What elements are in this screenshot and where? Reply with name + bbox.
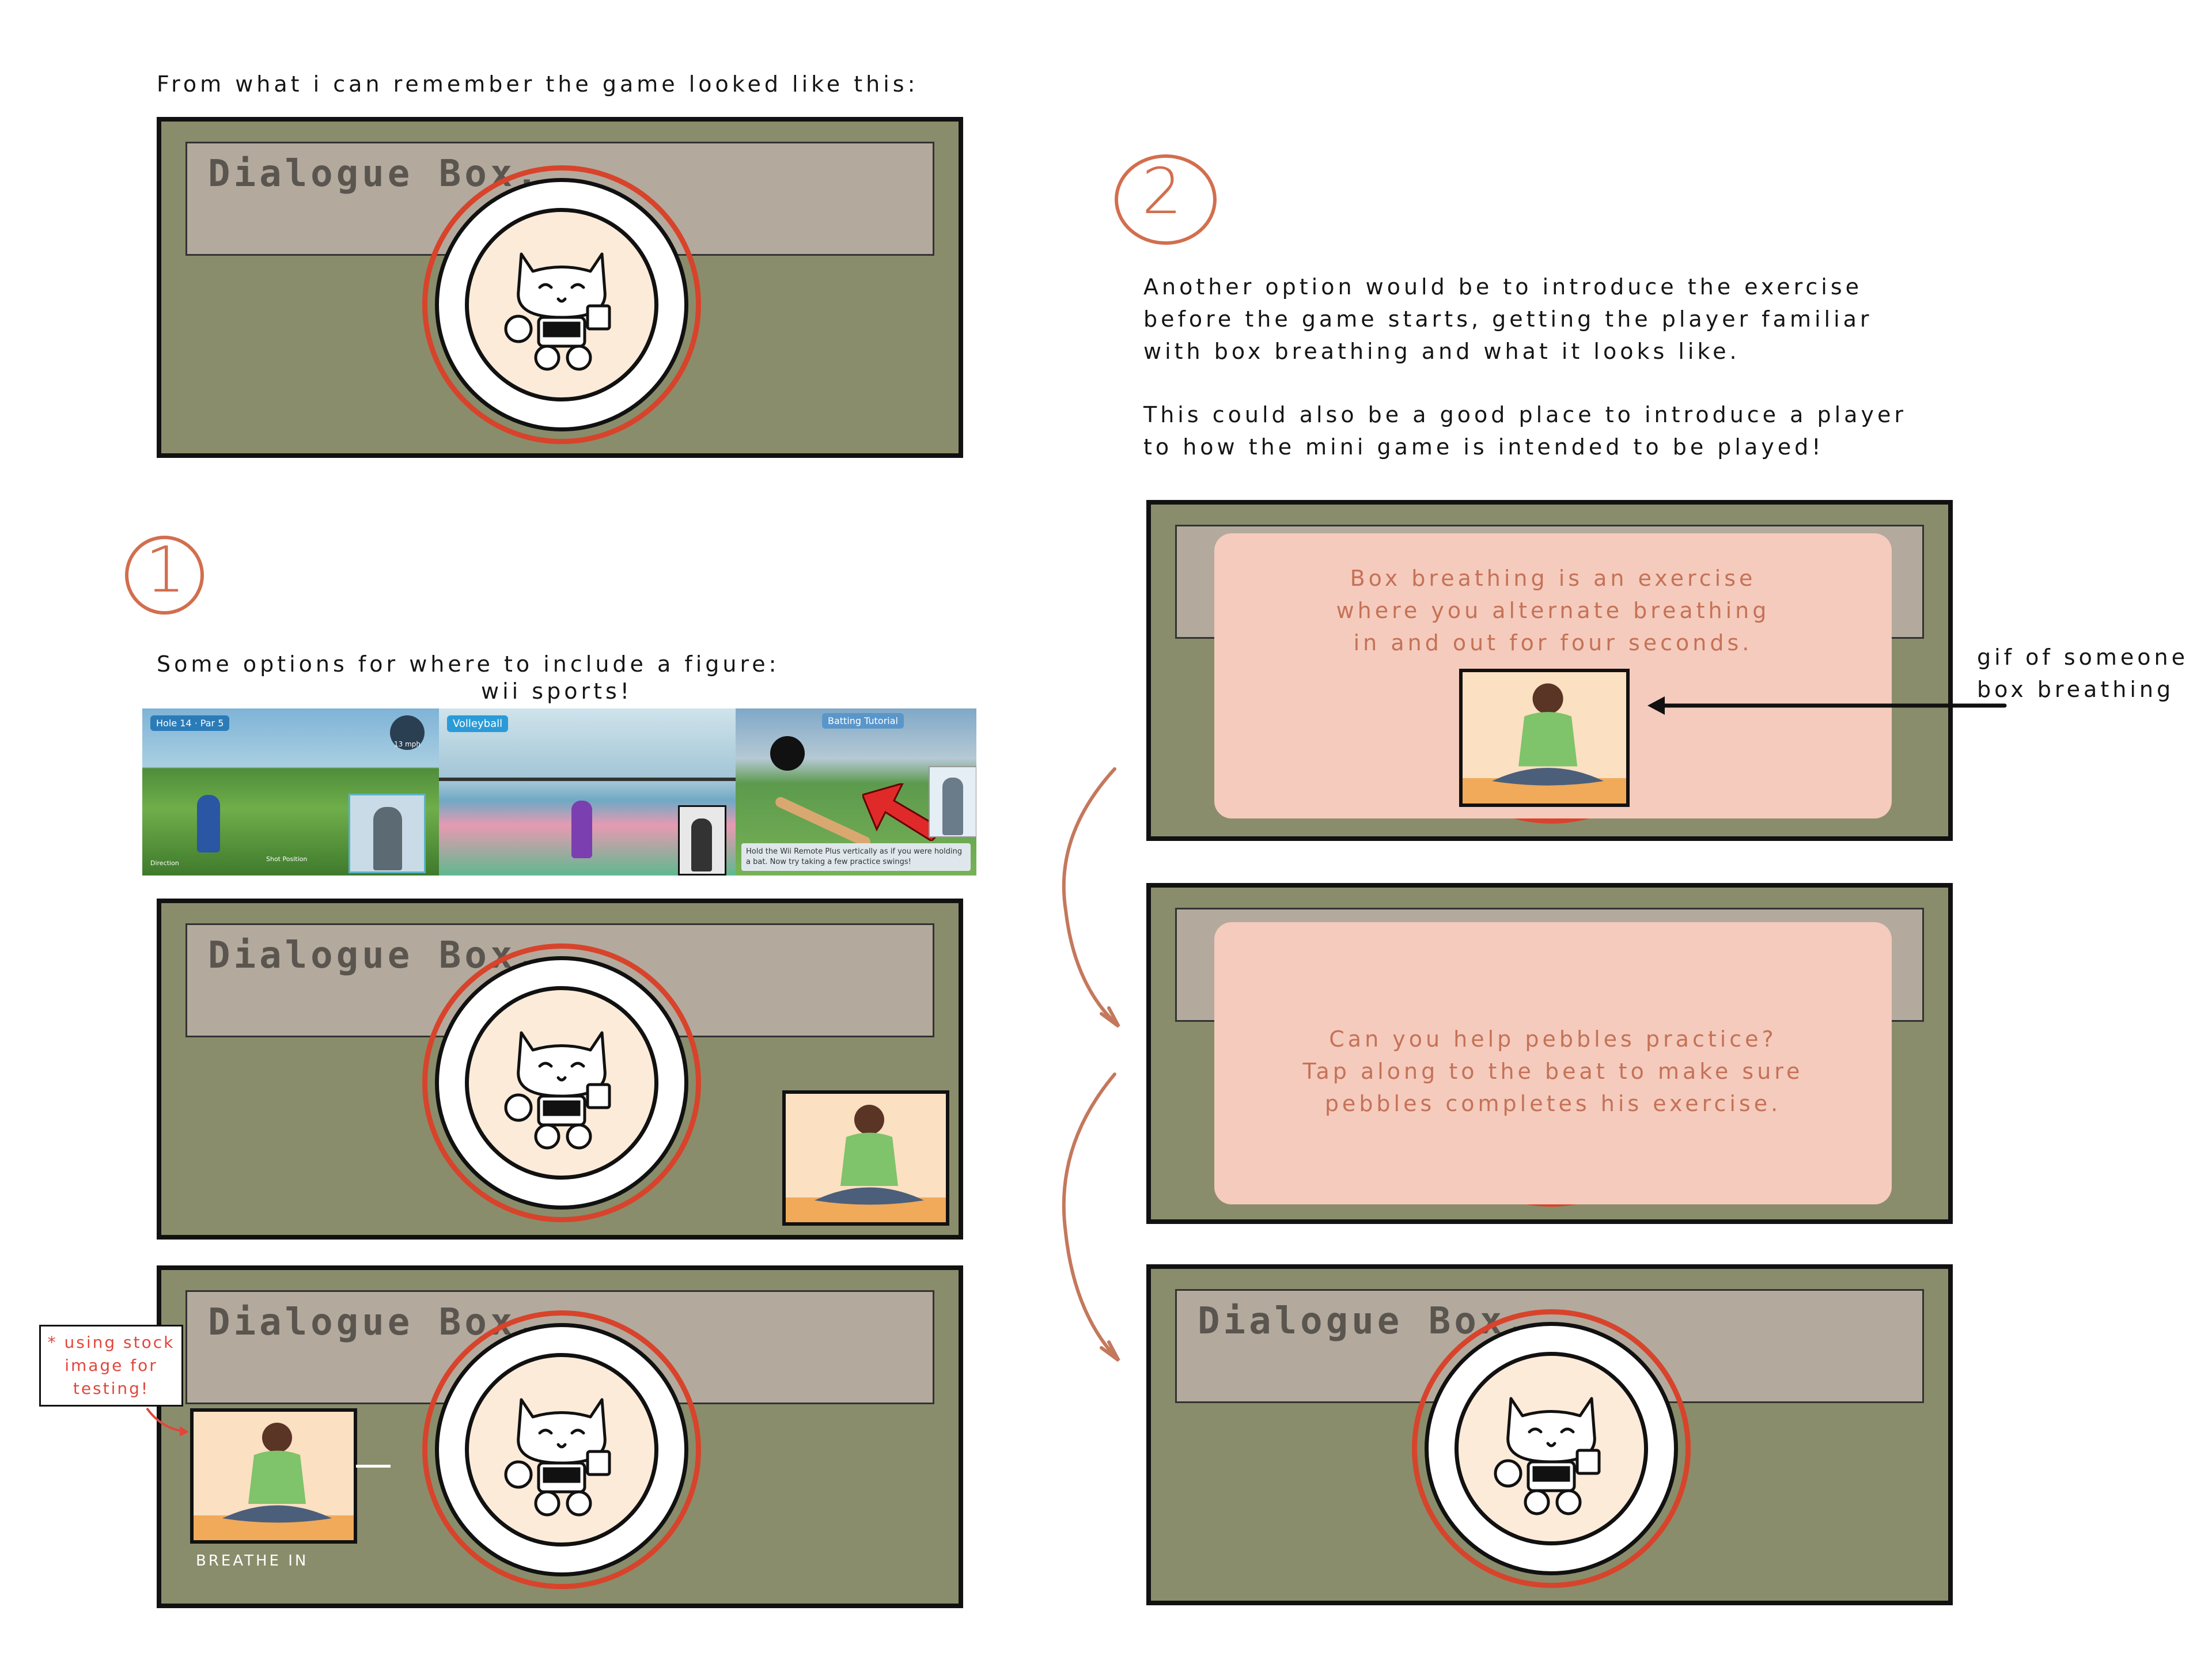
breath-ring-outer <box>422 943 701 1222</box>
game-screen-figure-right: Dialogue Box... <box>157 899 963 1240</box>
flow-arrow-2-icon <box>1062 1072 1120 1362</box>
popup-line-2: Tap along to the beat to make sure <box>1302 1059 1804 1084</box>
batting-hint: Hold the Wii Remote Plus vertically as i… <box>741 843 971 871</box>
meditating-woman-icon <box>194 1412 354 1540</box>
game-screen-final: Dialogue Box... <box>1146 1264 1953 1605</box>
popup-line-1: Box breathing is an exercise <box>1350 566 1756 591</box>
stock-note-arrow-icon <box>146 1407 189 1437</box>
breathe-in-caption: Breathe in <box>196 1552 309 1570</box>
option-one-circle <box>125 536 204 615</box>
gif-pointer-arrow-icon <box>1647 696 2007 715</box>
game-screen-figure-left: Dialogue Box... Breathe in <box>157 1265 963 1608</box>
intro-note: From what i can remember the game looked… <box>157 71 919 97</box>
popup-line-3: in and out for four seconds. <box>1353 630 1753 655</box>
golf-person-inset <box>349 794 426 873</box>
popup-line-2: where you alternate breathing <box>1336 598 1770 623</box>
wii-baseball-panel: Batting Tutorial Hold the Wii Remote Plu… <box>736 708 976 875</box>
gif-label: gif of someone box breathing <box>1977 645 2188 702</box>
intro-popup: Box breathing is an exercise where you a… <box>1214 533 1892 818</box>
flow-arrow-1-icon <box>1062 767 1120 1028</box>
wii-golf-panel: Hole 14 · Par 5 13 mph Direction Shot Po… <box>142 708 439 875</box>
option-one-heading: Some options for where to include a figu… <box>157 651 780 677</box>
golf-hole-badge: Hole 14 · Par 5 <box>150 715 230 731</box>
breathing-gif-card <box>1459 669 1630 807</box>
instructions-popup: Can you help pebbles practice? Tap along… <box>1214 922 1892 1204</box>
game-screen-instructions: Can you help pebbles practice? Tap along… <box>1146 883 1953 1224</box>
game-screen-original: Dialogue Box... <box>157 117 963 458</box>
popup-line-3: pebbles completes his exercise. <box>1324 1091 1782 1116</box>
pebbles-cat-icon <box>504 1031 611 1150</box>
breath-ring-outer <box>422 1310 701 1589</box>
pebbles-cat-icon <box>1494 1397 1601 1515</box>
figure-connector-line <box>356 1465 391 1468</box>
breathing-figure-card <box>782 1090 949 1226</box>
option-one-subheading: wii sports! <box>481 679 632 704</box>
stock-image-note: * using stock image for testing! <box>39 1325 183 1407</box>
option-two-number: 2 <box>1142 154 1182 228</box>
meditating-woman-icon <box>786 1094 946 1222</box>
pebbles-cat-icon <box>504 1398 611 1517</box>
option-two-paragraph-1: Another option would be to introduce the… <box>1143 274 1873 364</box>
popup-line-1: Can you help pebbles practice? <box>1329 1026 1777 1052</box>
breath-ring-outer <box>1412 1309 1691 1588</box>
game-screen-intro-exercise: Box breathing is an exercise where you a… <box>1146 500 1953 841</box>
breathing-figure-card <box>190 1408 357 1544</box>
baseball-ball <box>770 736 805 771</box>
wii-volleyball-panel: Volleyball <box>439 708 736 875</box>
batting-tutorial-tag: Batting Tutorial <box>822 713 904 729</box>
breath-ring-outer <box>422 165 701 444</box>
golf-player <box>197 795 220 852</box>
pebbles-cat-icon <box>504 252 611 371</box>
option-two-circle <box>1115 154 1217 245</box>
golf-wind-badge: 13 mph <box>390 715 425 750</box>
volleyball-tag: Volleyball <box>447 715 509 732</box>
volleyball-person-inset <box>678 805 726 875</box>
meditating-woman-icon <box>1463 672 1626 804</box>
golf-direction-label: Direction <box>150 859 179 867</box>
volleyball-net <box>439 778 736 781</box>
baseball-bat <box>774 795 872 849</box>
volleyball-player <box>571 801 592 858</box>
option-two-paragraph-2: This could also be a good place to intro… <box>1143 402 1907 460</box>
wii-sports-strip: Hole 14 · Par 5 13 mph Direction Shot Po… <box>142 708 976 875</box>
golf-shot-label: Shot Position <box>266 855 308 863</box>
baseball-person-inset <box>929 766 976 837</box>
option-one-number: 1 <box>145 533 185 607</box>
